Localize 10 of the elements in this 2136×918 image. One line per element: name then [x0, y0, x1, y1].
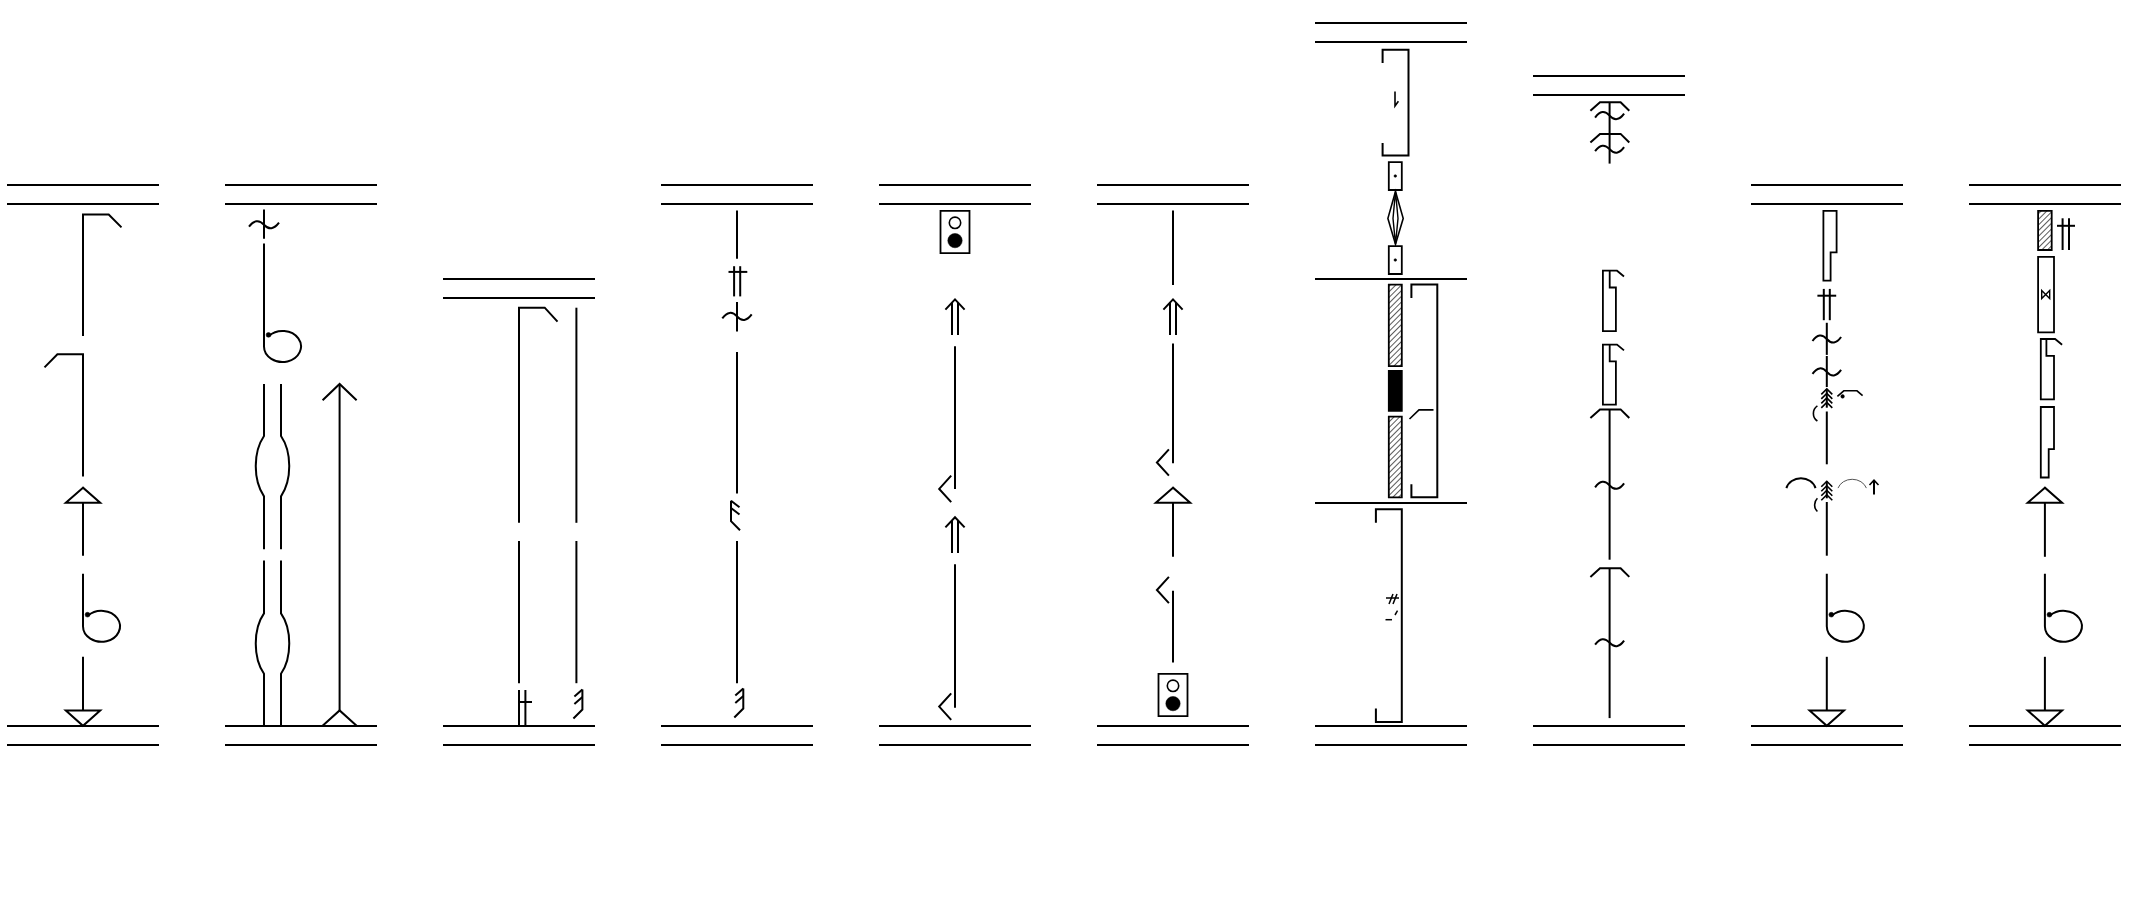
notation-column-drawing	[1750, 184, 1904, 746]
notation-column-drawing	[1314, 22, 1468, 746]
notation-column-drawing	[1096, 184, 1250, 746]
notation-column-drawing	[878, 184, 1032, 746]
notation-column-drawing	[224, 184, 378, 746]
notation-column-drawing	[1968, 184, 2122, 746]
notation-column-drawing	[660, 184, 814, 746]
notation-column-drawing	[1532, 75, 1686, 746]
notation-column-drawing	[442, 278, 596, 746]
notation-column-drawing	[6, 184, 160, 746]
